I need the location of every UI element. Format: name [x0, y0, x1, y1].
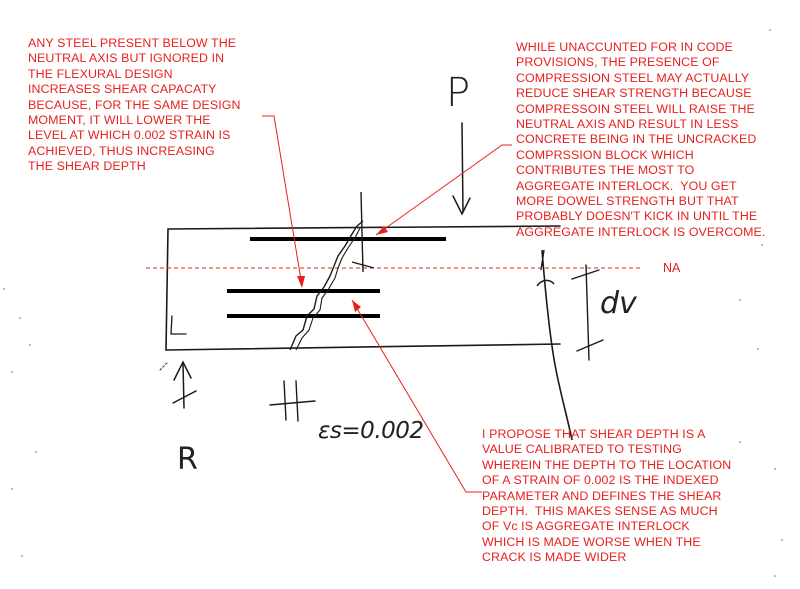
neutral-axis-label: NA	[663, 261, 681, 275]
crack-width-dimension	[351, 191, 375, 273]
load-arrow	[452, 122, 471, 216]
scan-dots	[3, 29, 783, 577]
leader-steel-below	[262, 115, 303, 287]
beam-outline	[165, 225, 561, 351]
beam-end-line	[541, 249, 573, 441]
leader-lines	[262, 115, 512, 493]
leader-arrowheads	[297, 226, 388, 312]
beam-end-tick	[536, 249, 555, 287]
strain-dimension-ticks	[269, 380, 316, 422]
shear-crack	[289, 220, 364, 351]
strain-label: εs=0.002	[318, 418, 424, 444]
load-label: P	[446, 70, 471, 116]
reaction-label: R	[177, 442, 198, 477]
reaction-arrow	[159, 360, 197, 409]
reinforcing-bars	[227, 237, 446, 318]
leader-to-crack-top	[375, 144, 512, 236]
note-steel-below-neutral-axis: ANY STEEL PRESENT BELOW THE NEUTRAL AXIS…	[28, 36, 241, 174]
shear-depth-dimension	[571, 264, 604, 361]
leader-to-crack-bottom	[351, 299, 482, 493]
note-shear-depth-proposal: I PROPOSE THAT SHEAR DEPTH IS A VALUE CA…	[482, 427, 732, 565]
shear-depth-label: dv	[600, 286, 637, 321]
note-compression-steel: WHILE UNACCUNTED FOR IN CODE PROVISIONS,…	[516, 40, 766, 239]
